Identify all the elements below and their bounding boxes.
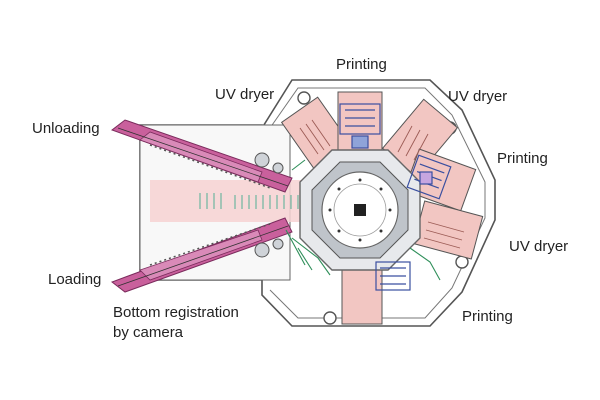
drive-linkages: [285, 159, 441, 281]
dryer-lamps: [299, 119, 465, 249]
label-uv-dryer-lower-right: UV dryer: [509, 238, 569, 255]
index-table-hub: [354, 204, 366, 216]
foot-bottom-left: [323, 311, 337, 325]
printing-head-top: [339, 103, 381, 149]
printing-head-bottom: [375, 261, 411, 291]
label-unloading: Unloading: [32, 120, 100, 137]
loading-conveyor: [110, 217, 293, 293]
unloading-conveyor: [110, 119, 293, 193]
transfer-bottles: [199, 193, 299, 209]
gear-train: [254, 152, 284, 258]
label-printing-right: Printing: [497, 150, 548, 167]
index-table: [299, 149, 421, 271]
label-loading: Loading: [48, 271, 102, 288]
label-printing-top: Printing: [336, 56, 387, 73]
label-printing-bottom-right: Printing: [462, 308, 513, 325]
foot-top-left: [297, 91, 311, 105]
label-uv-dryer-right: UV dryer: [448, 88, 508, 105]
printing-head-right: [406, 154, 452, 200]
label-uv-dryer-left: UV dryer: [215, 86, 275, 103]
label-bottom-registration: Bottom registration by camera: [113, 304, 239, 341]
transfer-highlight: [150, 180, 325, 222]
